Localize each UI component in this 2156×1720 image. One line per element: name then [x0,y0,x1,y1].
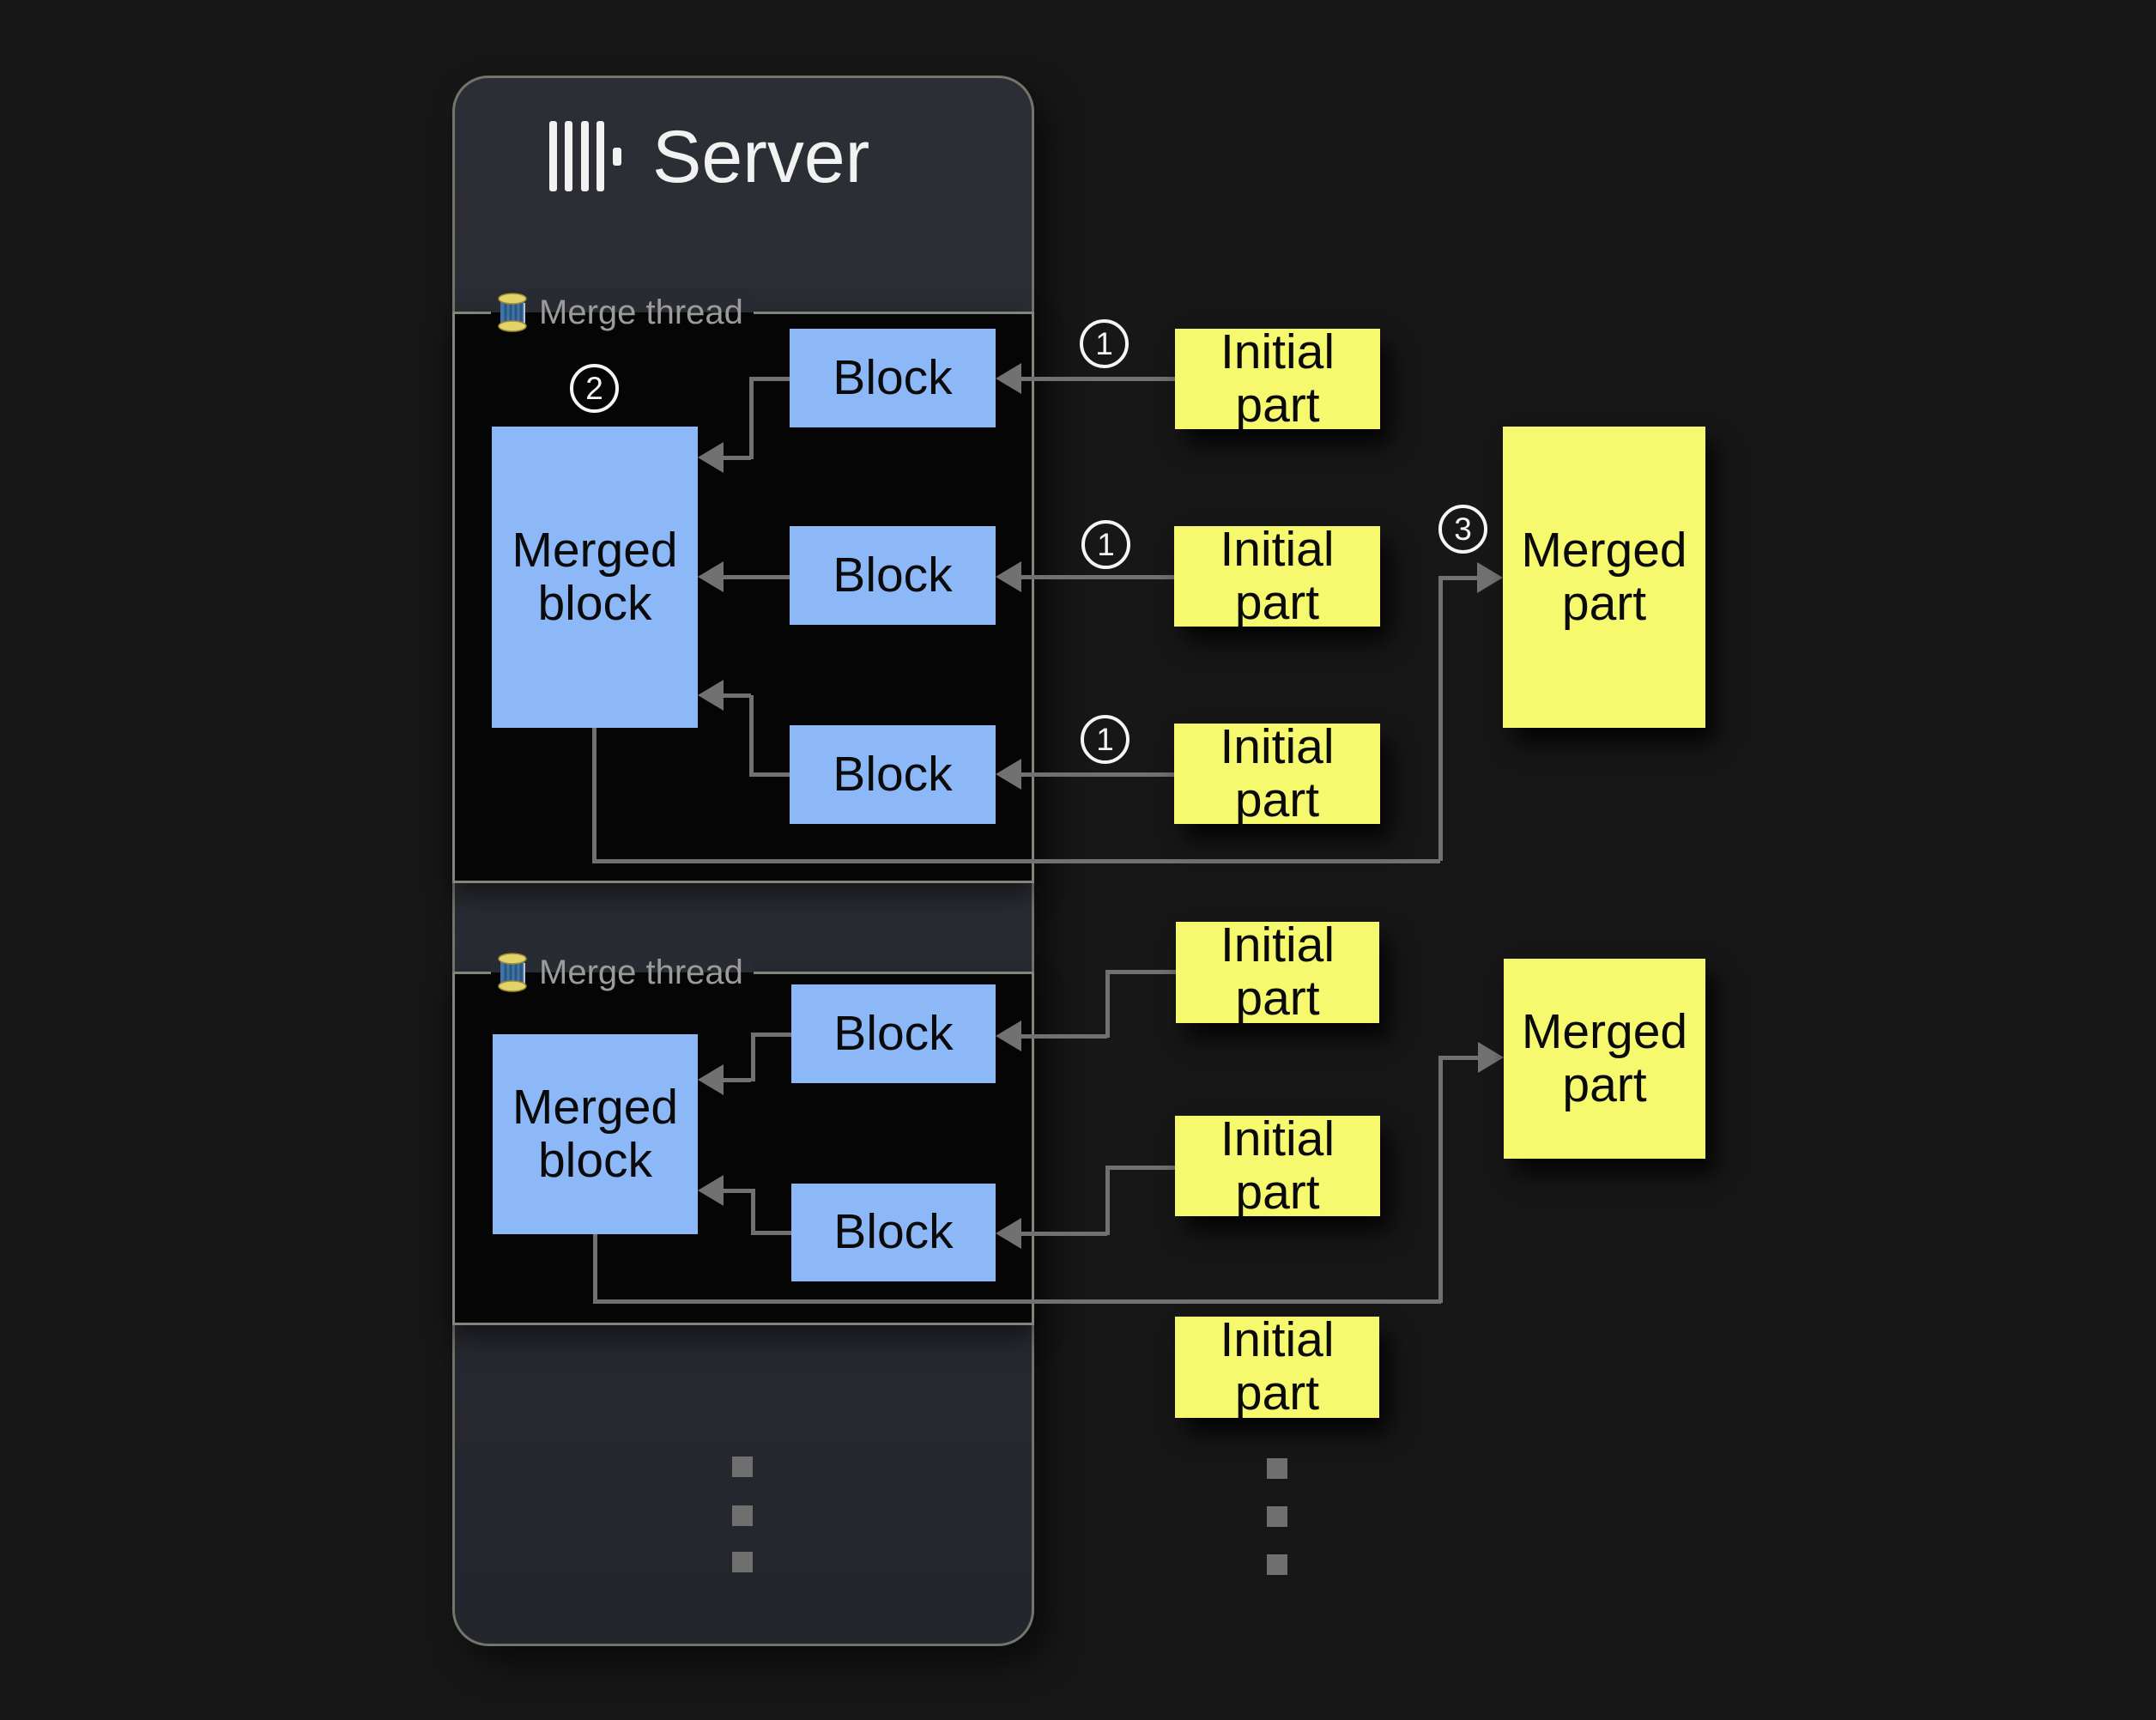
thread-spool-icon [498,953,527,992]
arrowhead-into-merged-block [698,1064,724,1095]
connector-line [724,1189,751,1193]
connector-line [1438,576,1477,580]
connector-line [592,859,1440,863]
ellipsis-dot [732,1457,753,1477]
merged-block-node: Merged block [493,1034,698,1234]
ellipsis-dot [732,1552,753,1572]
arrowhead-into-merged-block [698,561,724,592]
connector-line [1438,1056,1478,1060]
connector-line [724,575,790,579]
arrowhead-into-merged-block [698,1175,724,1206]
connector-line [1438,576,1443,861]
connector-line [724,456,751,460]
block-node: Block [790,329,996,427]
arrowhead-into-merged-part [1477,562,1503,593]
arrowhead-into-block [996,1218,1021,1249]
arrowhead-into-block [996,759,1021,790]
arrowhead-into-block [996,363,1021,394]
merged-block-node: Merged block [492,427,698,728]
merge-thread-label: Merge thread [539,294,743,331]
merge-thread-label: Merge thread [539,954,743,991]
connector-line [749,772,790,777]
connector-line [1021,1232,1107,1236]
server-title-row: Server [549,110,944,204]
initial-part-node: Initial part [1176,919,1379,1025]
connector-line [1105,1166,1176,1170]
initial-part-node: Initial part [1175,1314,1379,1420]
step-badge-initial: 1 [1081,520,1130,569]
connector-line [1021,772,1176,777]
ellipsis-dot [1267,1458,1287,1479]
ellipsis-dot [1267,1506,1287,1527]
thread-spool-icon [498,293,527,332]
initial-part-node: Initial part [1174,523,1380,628]
arrowhead-into-block [996,1020,1021,1051]
connector-line [1021,575,1176,579]
connector-line [593,1299,1441,1304]
step-badge-initial: 1 [1080,319,1129,368]
arrowhead-into-merged-part [1478,1042,1504,1073]
connector-line [751,1033,791,1037]
connector-line [1105,970,1110,1038]
connector-line [751,1189,755,1234]
arrowhead-into-block [996,561,1021,592]
connector-line [593,1234,597,1303]
clickhouse-logo-icon [549,121,621,193]
connector-line [592,728,597,863]
connector-line [1105,1166,1110,1235]
connector-line [749,377,754,459]
merge-thread-legend-1: Merge thread [491,290,754,335]
merge-thread-legend-2: Merge thread [491,950,754,995]
step-badge-merge: 2 [570,364,619,413]
connector-line [1021,1034,1107,1039]
merged-part-node: Merged part [1504,959,1705,1159]
server-title: Server [652,116,870,198]
initial-part-node: Initial part [1174,720,1380,826]
block-node: Block [791,1184,996,1281]
connector-line [724,693,751,698]
connector-line [749,377,790,381]
arrowhead-into-merged-block [698,680,724,711]
block-node: Block [790,725,996,824]
ellipsis-dot [1267,1554,1287,1575]
step-badge-merged: 3 [1438,505,1487,554]
merged-part-node: Merged part [1503,427,1705,728]
step-badge-initial: 1 [1081,715,1129,764]
block-node: Block [790,526,996,625]
connector-line [724,1078,751,1082]
ellipsis-dot [732,1505,753,1526]
connector-line [751,1231,791,1235]
connector-line [751,1033,755,1081]
arrowhead-into-merged-block [698,442,724,473]
block-node: Block [791,984,996,1083]
initial-part-node: Initial part [1175,1112,1380,1218]
connector-line [1021,377,1176,381]
initial-part-node: Initial part [1175,325,1380,431]
connector-line [749,695,754,776]
connector-line [1105,970,1176,974]
connector-line [1438,1056,1443,1303]
